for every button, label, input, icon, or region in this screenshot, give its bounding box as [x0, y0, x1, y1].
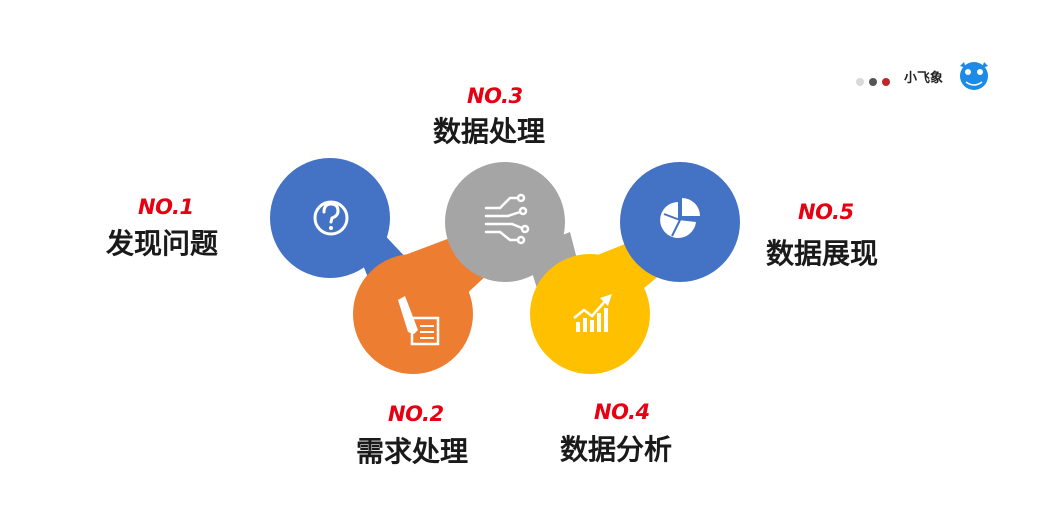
- step-3-number: NO.3: [467, 84, 523, 108]
- brand-name: 小飞象: [904, 71, 944, 86]
- brand-logo-icon: [960, 62, 988, 90]
- step-5-number: NO.5: [798, 200, 854, 224]
- step-1-number: NO.1: [138, 195, 194, 219]
- step-2-title: 需求处理: [356, 435, 469, 468]
- growth-chart-icon: [573, 294, 612, 332]
- pen-document-icon: [398, 296, 440, 346]
- data-circuit-icon: [484, 193, 530, 245]
- brand-dots: [856, 71, 895, 90]
- question-icon: [313, 200, 349, 236]
- brand-dot: [856, 77, 864, 86]
- step-5-title: 数据展现: [766, 237, 879, 270]
- brand-dot: [882, 77, 890, 86]
- step-2-number: NO.2: [388, 402, 444, 426]
- brand-dot: [869, 77, 877, 86]
- step-1-circle: [270, 158, 390, 278]
- step-4-number: NO.4: [594, 400, 650, 424]
- step-3-title: 数据处理: [433, 115, 546, 148]
- step-2-circle: [353, 254, 473, 374]
- step-3-circle: [445, 162, 565, 282]
- step-4-title: 数据分析: [560, 433, 673, 466]
- step-1-title: 发现问题: [106, 227, 219, 260]
- pie-chart-icon: [660, 198, 700, 238]
